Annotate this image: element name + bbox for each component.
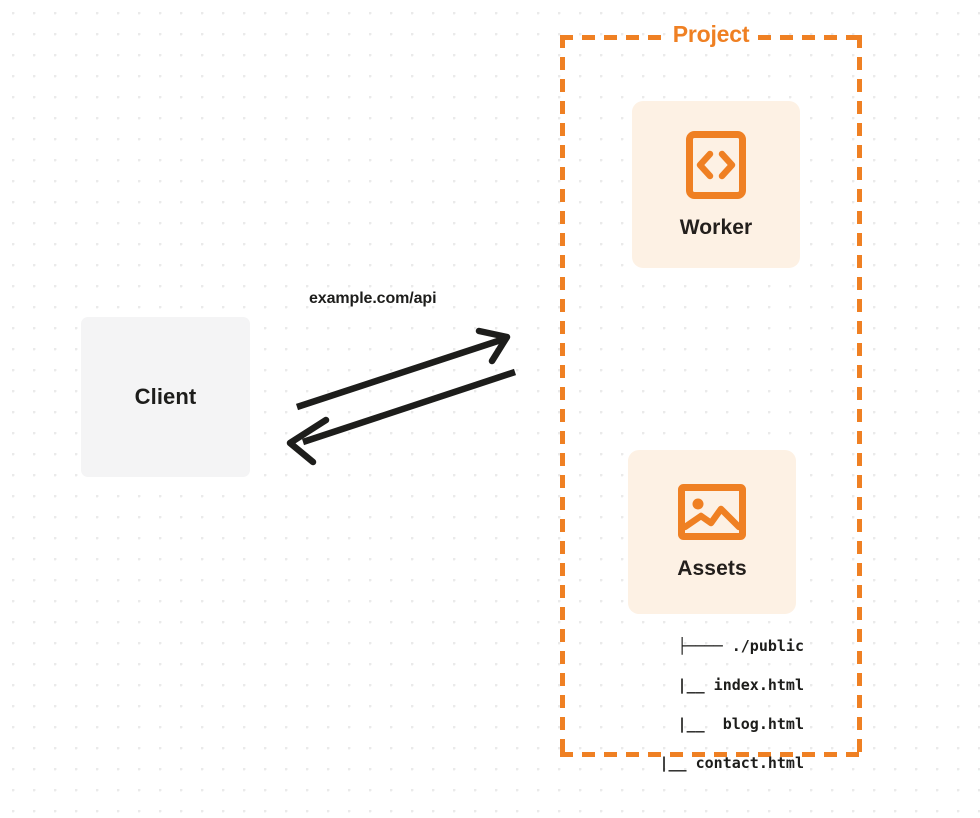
worker-label: Worker xyxy=(679,215,753,239)
project-border-bottom xyxy=(560,752,862,757)
file-tree-line-root: ├──── ./public xyxy=(677,636,804,655)
assets-node[interactable]: Assets xyxy=(628,450,796,614)
client-label: Client xyxy=(134,384,197,409)
worker-node[interactable]: Worker xyxy=(632,101,800,268)
response-arrow-line xyxy=(301,368,517,446)
response-arrow-head xyxy=(286,416,330,466)
code-brackets-icon xyxy=(685,130,747,200)
request-arrow-head xyxy=(475,327,511,365)
image-icon xyxy=(677,483,747,541)
project-border-right xyxy=(857,35,862,757)
file-tree-line-index: |__ index.html xyxy=(650,675,804,694)
request-arrow-line xyxy=(295,335,506,411)
project-title: Project xyxy=(665,21,757,48)
project-container: Project Worker Assets xyxy=(560,21,862,757)
connection-label: example.com/api xyxy=(309,290,437,307)
assets-label: Assets xyxy=(677,557,747,580)
file-tree-line-contact: |__ contact.html xyxy=(632,753,804,772)
client-node[interactable]: Client xyxy=(81,317,250,477)
file-tree-line-blog: |__ blog.html xyxy=(650,714,804,733)
project-border-left xyxy=(560,35,565,757)
assets-file-tree: ├──── ./public |__ index.html |__ blog.h… xyxy=(608,617,804,812)
